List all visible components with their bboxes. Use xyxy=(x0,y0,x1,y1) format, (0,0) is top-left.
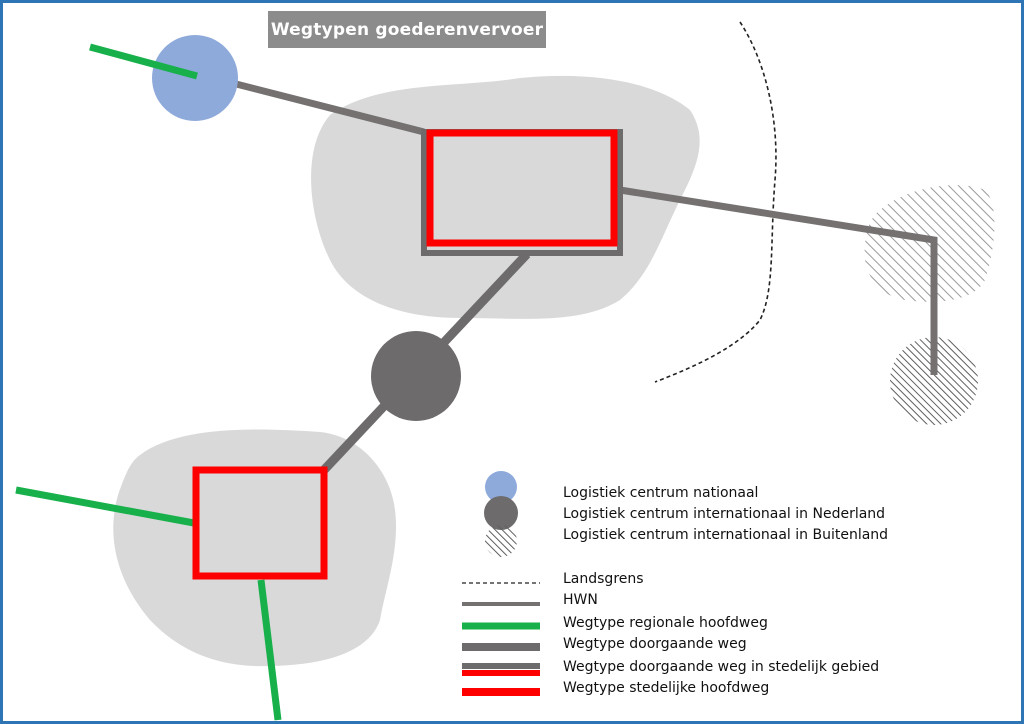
logistics-centre-international-nl xyxy=(371,331,461,421)
regional-road-west xyxy=(15,486,195,527)
legend-label-regional: Wegtype regionale hoofdweg xyxy=(563,615,768,631)
blue-circle-icon xyxy=(485,471,517,503)
foreign-area-hatched xyxy=(864,185,995,302)
legend-label-hwn: HWN xyxy=(563,592,598,608)
gray-red-line-icon xyxy=(462,663,540,676)
legend-label-border: Landsgrens xyxy=(563,571,644,587)
legend-label-international-nl: Logistiek centrum internationaal in Nede… xyxy=(563,506,885,522)
country-border-line xyxy=(654,21,777,383)
regional-road-northwest xyxy=(89,43,198,80)
logistics-centre-international-abroad xyxy=(890,337,978,425)
legend-label-national: Logistiek centrum nationaal xyxy=(563,485,758,501)
diagram-title: Wegtypen goederenvervoer xyxy=(268,11,546,48)
legend-label-urban-main: Wegtype stedelijke hoofdweg xyxy=(563,680,769,696)
city-area-top xyxy=(311,75,700,319)
legend: Logistiek centrum nationaal Logistiek ce… xyxy=(462,471,888,696)
dark-gray-circle-icon xyxy=(484,496,518,530)
legend-label-international-abroad: Logistiek centrum internationaal in Buit… xyxy=(563,527,888,543)
urban-main-road-top xyxy=(426,129,618,247)
urban-main-road-bottom xyxy=(192,466,328,580)
legend-label-through: Wegtype doorgaande weg xyxy=(563,636,747,652)
hatched-circle-icon xyxy=(485,525,517,557)
regional-road-south xyxy=(257,579,282,721)
city-area-bottom xyxy=(113,429,397,667)
legend-label-through-urban: Wegtype doorgaande weg in stedelijk gebi… xyxy=(563,659,879,675)
